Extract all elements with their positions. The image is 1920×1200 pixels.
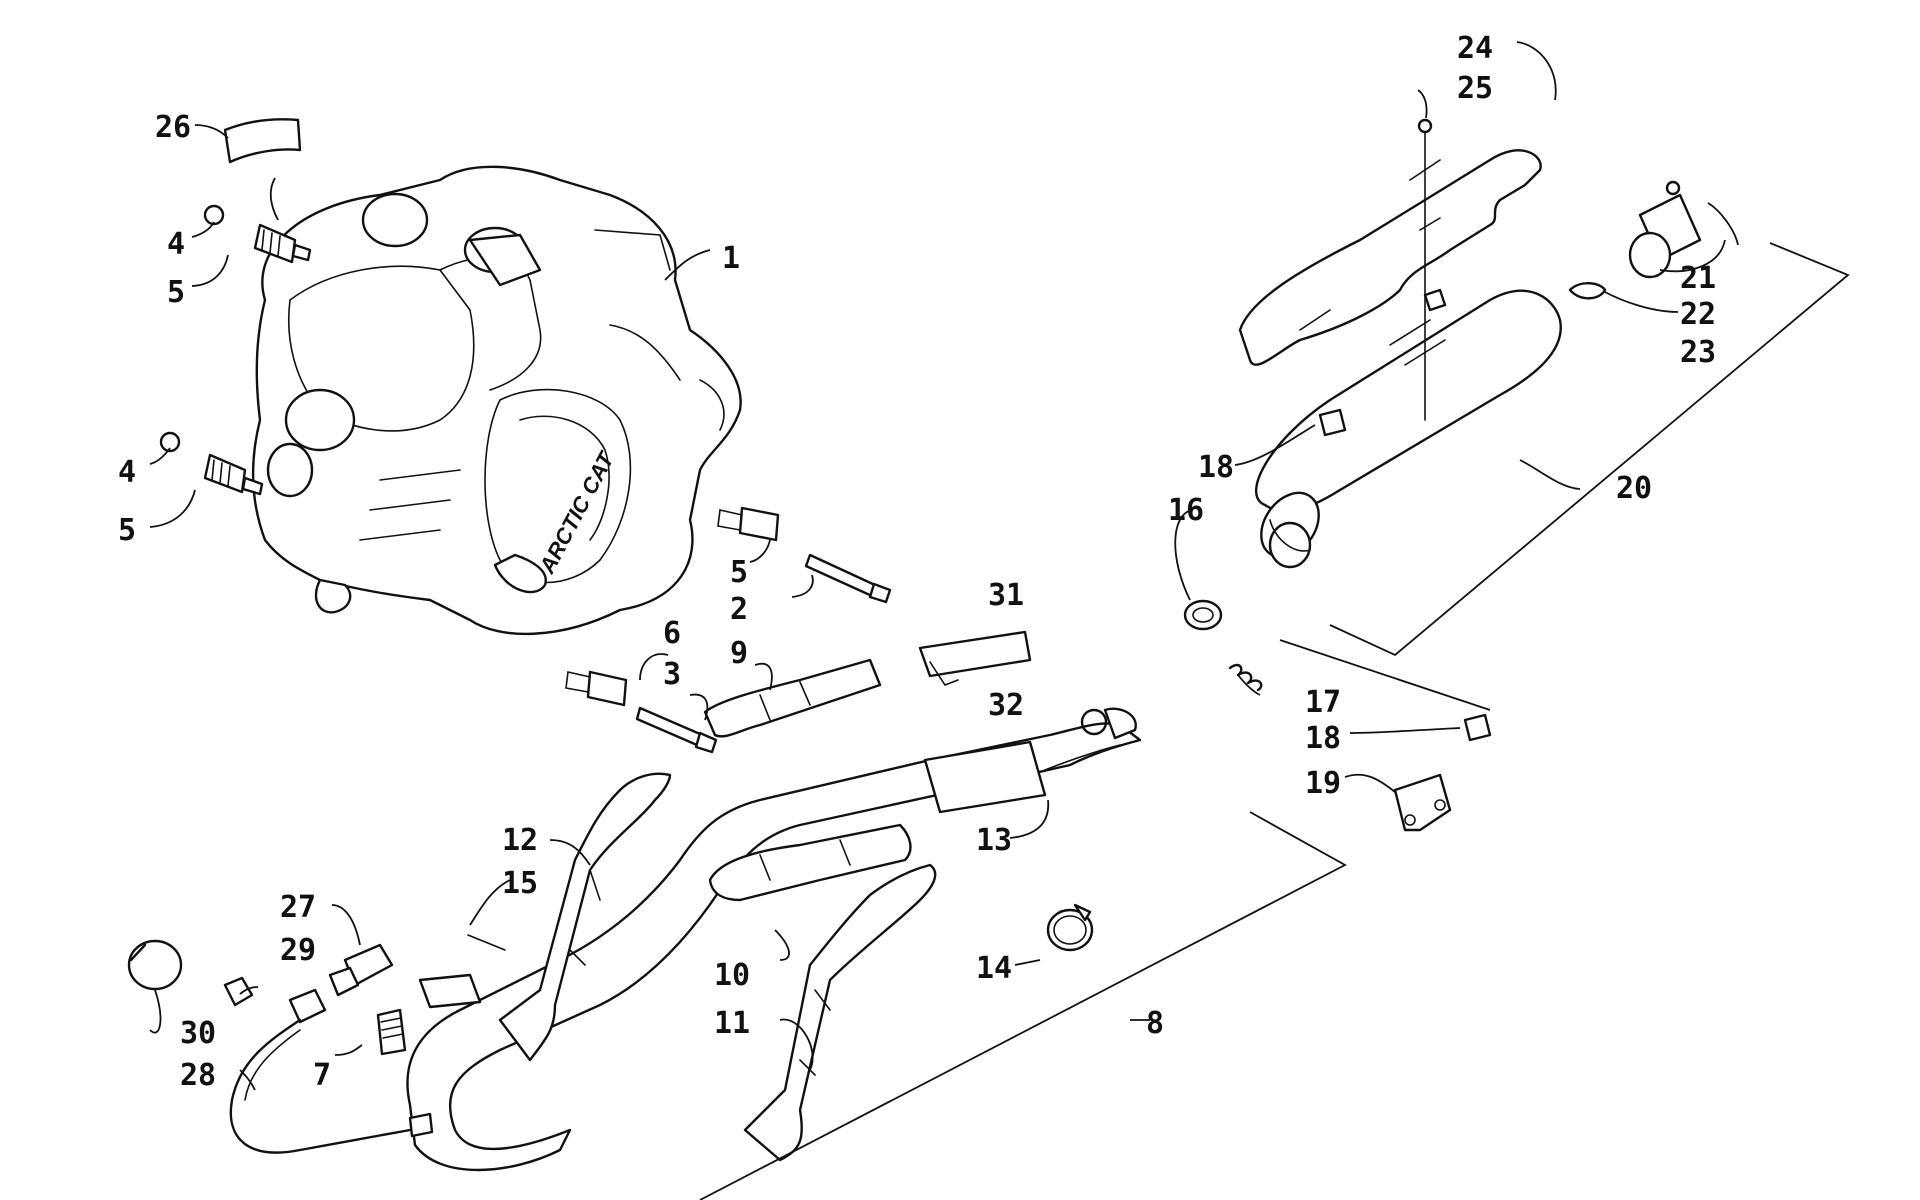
leader-lines	[149, 41, 1739, 1091]
callout-5b: 5	[118, 513, 136, 548]
callout-18a: 18	[1198, 450, 1234, 485]
gasket-16	[1183, 599, 1223, 631]
callout-31: 31	[988, 578, 1024, 613]
callout-4b: 4	[118, 455, 136, 490]
callout-4a: 4	[167, 227, 185, 262]
sensor-assembly	[127, 939, 434, 1154]
spark-arrestor-21-23	[1568, 180, 1702, 300]
callout-1: 1	[722, 241, 740, 276]
callout-17: 17	[1305, 685, 1341, 720]
spring-17	[1228, 663, 1263, 692]
callout-16: 16	[1168, 493, 1204, 528]
exhaust-stud-7	[376, 1008, 407, 1056]
callout-24: 24	[1457, 31, 1493, 66]
heat-shield-9	[703, 630, 1032, 738]
callout-26: 26	[155, 110, 191, 145]
callout-5c: 5	[730, 555, 748, 590]
callout-13: 13	[976, 823, 1012, 858]
heat-shield-12	[498, 772, 672, 1062]
callout-14: 14	[976, 951, 1012, 986]
gasket-26	[223, 118, 302, 164]
callout-labels: 1 2 3 4 4 5 5 5 6 7 8 9 10 11 12 13 14 1…	[118, 31, 1716, 1093]
callout-7: 7	[313, 1058, 331, 1093]
callout-10: 10	[714, 958, 750, 993]
exhaust-gasket-15	[418, 934, 506, 1009]
head-pipe-assembly	[406, 707, 1142, 1172]
heat-shield-10	[708, 823, 912, 902]
mount-bracket-19	[1393, 773, 1452, 832]
callout-19: 19	[1305, 766, 1341, 801]
callout-27: 27	[280, 890, 316, 925]
callout-9: 9	[730, 636, 748, 671]
callout-30: 30	[180, 1016, 216, 1051]
callout-6: 6	[663, 616, 681, 651]
engine-mount-fasteners	[159, 204, 892, 754]
callout-3: 3	[663, 657, 681, 692]
heat-shield-11	[743, 863, 937, 1162]
callout-12: 12	[502, 823, 538, 858]
callout-25: 25	[1457, 71, 1493, 106]
callout-22: 22	[1680, 297, 1716, 332]
callout-23: 23	[1680, 335, 1716, 370]
callout-15: 15	[502, 866, 538, 901]
assembly-bracket-20	[1329, 242, 1850, 657]
callout-18b: 18	[1305, 721, 1341, 756]
clamp-14	[1046, 903, 1094, 952]
callout-11: 11	[714, 1006, 750, 1041]
assembly-bracket-17	[1279, 639, 1491, 711]
callout-29: 29	[280, 933, 316, 968]
callout-28: 28	[180, 1058, 216, 1093]
screw-25	[1417, 118, 1433, 421]
callout-32: 32	[988, 688, 1024, 723]
callout-5a: 5	[167, 275, 185, 310]
callout-8: 8	[1146, 1006, 1164, 1041]
callout-20: 20	[1616, 471, 1652, 506]
engine-assembly: ARCTIC CAT	[251, 165, 742, 636]
grommet-18a	[1318, 408, 1347, 437]
assembly-bracket-8	[699, 811, 1347, 1200]
callout-21: 21	[1680, 261, 1716, 296]
grommet-18b	[1463, 713, 1492, 742]
callout-2: 2	[730, 592, 748, 627]
